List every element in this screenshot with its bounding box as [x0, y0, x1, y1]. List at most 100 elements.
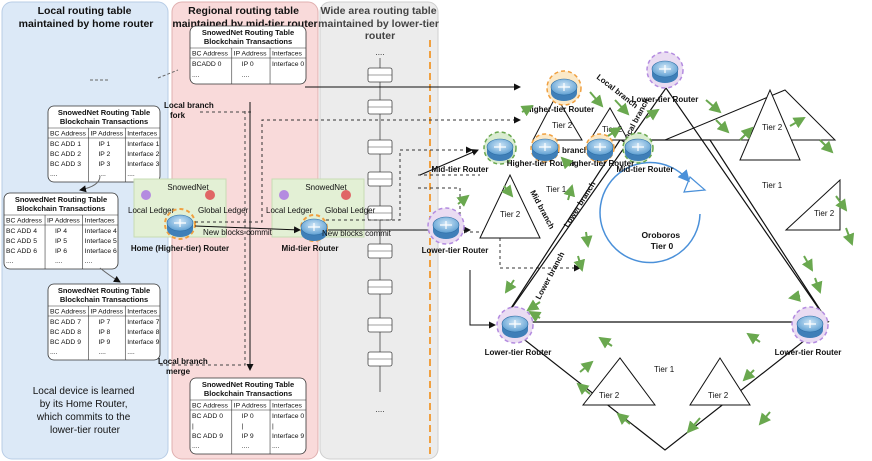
tier1-label-a: Tier 1 — [546, 185, 567, 194]
higher-tier-router-right-icon — [586, 138, 614, 162]
table-cell: IP 7 — [98, 319, 110, 326]
mid-tier-router-right-icon — [624, 138, 652, 162]
column-header: Interfaces — [127, 309, 157, 316]
oroboros-label: Oroboros Tier 0 — [641, 230, 682, 251]
table-cell: BC ADD 0 — [192, 413, 223, 420]
mid-snowednet-label: SnowedNet — [305, 183, 347, 192]
tier1-label-b: Tier 1 — [762, 181, 783, 190]
flow-arrow — [501, 184, 514, 198]
table-heading: Blockchain Transactions — [60, 117, 148, 126]
table-cell: Interface 5 — [85, 238, 117, 245]
mid-local-ledger-icon — [279, 190, 289, 200]
table-cell: IP 9 — [242, 433, 254, 440]
table-cell: IP 3 — [98, 161, 110, 168]
table-cell: IP 2 — [98, 151, 110, 158]
table-cell: .... — [50, 349, 58, 356]
table-cell: IP 4 — [55, 228, 67, 235]
lower-tier-router-bl-label: Lower-tier Router — [485, 348, 552, 357]
table-cell: Interface 0 — [272, 413, 304, 420]
table-cell: Interface 2 — [127, 151, 159, 158]
table-cell: IP 5 — [55, 238, 67, 245]
table-cell: Interface 1 — [127, 141, 159, 148]
local-branch-fork-label: Local branch fork — [164, 101, 216, 120]
flow-arrow — [645, 108, 660, 121]
column-header: IP Address — [47, 218, 80, 225]
flow-arrow — [842, 227, 855, 246]
wide-panel-title: Wide area routing table maintained by lo… — [318, 5, 442, 42]
table-cell: .... — [50, 171, 58, 178]
lower-tier-router-br-icon — [796, 315, 824, 339]
flow-arrow — [598, 336, 613, 349]
home-global-ledger-icon — [205, 190, 215, 200]
lower-branch-label-1: Lower branch — [562, 180, 597, 229]
table-cell: .... — [98, 171, 106, 178]
mid-global-ledger-label: Global Ledger — [325, 206, 376, 215]
table-cell: BC ADD 3 — [50, 161, 81, 168]
home-global-ledger-label: Global Ledger — [198, 206, 249, 215]
flow-arrow — [715, 119, 730, 134]
table-cell: BC ADD 6 — [6, 248, 37, 255]
column-header: IP Address — [234, 51, 267, 58]
table-cell: Interface 7 — [127, 319, 159, 326]
table-cell: | — [242, 423, 244, 430]
svg-text:....: .... — [376, 48, 385, 57]
table-cell: IP 0 — [242, 61, 254, 68]
flow-arrow — [504, 279, 517, 294]
table-cell: BC ADD 2 — [50, 151, 81, 158]
mid-tier-router-left-icon — [486, 138, 514, 162]
column-header: Interfaces — [85, 218, 115, 225]
table-cell: BC ADD 7 — [50, 319, 81, 326]
table-cell: .... — [6, 258, 14, 265]
table-cell: BCADD 0 — [192, 61, 222, 68]
column-header: IP Address — [234, 403, 267, 410]
table-heading: SnowedNet Routing Table — [58, 108, 150, 117]
flow-arrow — [526, 299, 541, 312]
lower-tier-router-bl-icon — [501, 315, 529, 339]
table-cell: .... — [272, 443, 280, 450]
flow-arrow — [789, 117, 806, 129]
flow-arrow — [835, 195, 848, 212]
table-heading: Blockchain Transactions — [60, 295, 148, 304]
table-cell: Interface 6 — [85, 248, 117, 255]
table-cell: | — [272, 423, 274, 430]
column-header: BC Address — [50, 309, 86, 316]
table-cell: | — [192, 423, 194, 430]
higher-tier-router-mid-icon — [531, 138, 559, 162]
table-cell: BC ADD 9 — [192, 433, 223, 440]
table-cell: .... — [192, 72, 200, 79]
flow-arrow — [758, 411, 772, 426]
mid-tier-router-right-label: Mid-tier Router — [617, 165, 674, 174]
flow-arrow — [607, 126, 622, 139]
higher-tier-router-right-label: Higher-tier Router — [566, 159, 634, 168]
home-local-ledger-icon — [141, 190, 151, 200]
tier2-label-a: Tier 2 — [552, 121, 573, 130]
local-branch-merge-label: Local branch merge — [158, 357, 210, 376]
tier1-label-c: Tier 1 — [654, 365, 675, 374]
column-header: BC Address — [192, 403, 228, 410]
tier2-label-g: Tier 2 — [708, 391, 729, 400]
lower-tier-router-left-label: Lower-tier Router — [422, 246, 489, 255]
table-heading: SnowedNet Routing Table — [202, 380, 294, 389]
tier2-label-d: Tier 2 — [762, 123, 783, 132]
mid-branch-label-1: Mid branch — [546, 146, 589, 155]
column-header: IP Address — [90, 309, 123, 316]
home-router-icon — [166, 214, 194, 238]
column-header: Interfaces — [127, 131, 157, 138]
table-heading: SnowedNet Routing Table — [15, 195, 107, 204]
table-cell: BC ADD 8 — [50, 329, 81, 336]
column-header: IP Address — [90, 131, 123, 138]
flow-arrow — [614, 99, 630, 116]
flow-arrow — [616, 412, 631, 426]
table-cell: BC ADD 4 — [6, 228, 37, 235]
mid-tier-router-left-label: Mid-tier Router — [432, 165, 489, 174]
flow-arrow — [705, 99, 722, 114]
table-cell: .... — [55, 258, 63, 265]
tier2-label-e: Tier 2 — [814, 209, 835, 218]
table-cell: Interface 9 — [127, 339, 159, 346]
flow-arrow — [746, 332, 761, 345]
local-panel-title: Local routing table maintained by home r… — [19, 5, 154, 30]
